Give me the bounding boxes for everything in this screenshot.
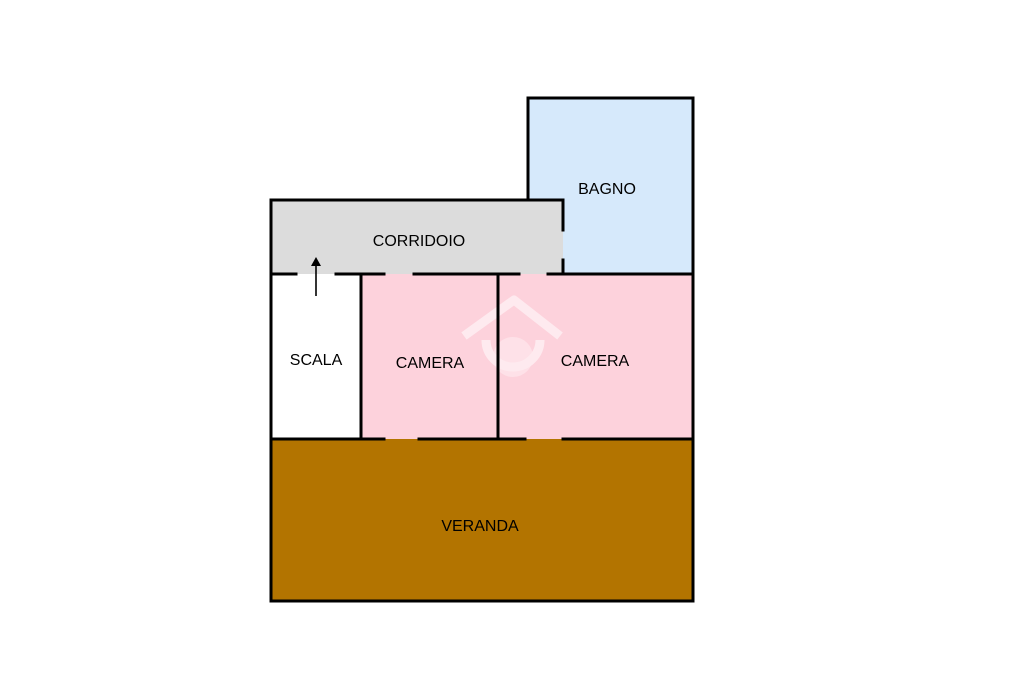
- label-bagno: BAGNO: [578, 181, 636, 198]
- room-corridoio[interactable]: [271, 200, 563, 274]
- room-camera-left[interactable]: [361, 274, 498, 439]
- label-veranda: VERANDA: [441, 518, 519, 535]
- label-corridoio: CORRIDOIO: [373, 233, 465, 250]
- label-camera-right: CAMERA: [561, 353, 630, 370]
- house-logo-icon: [461, 295, 563, 377]
- label-scala: SCALA: [290, 352, 343, 369]
- walls: [269, 96, 695, 603]
- arrow-up-icon: [311, 257, 321, 296]
- label-camera-left: CAMERA: [396, 355, 465, 372]
- room-scala[interactable]: [271, 274, 361, 439]
- room-veranda[interactable]: [271, 439, 693, 601]
